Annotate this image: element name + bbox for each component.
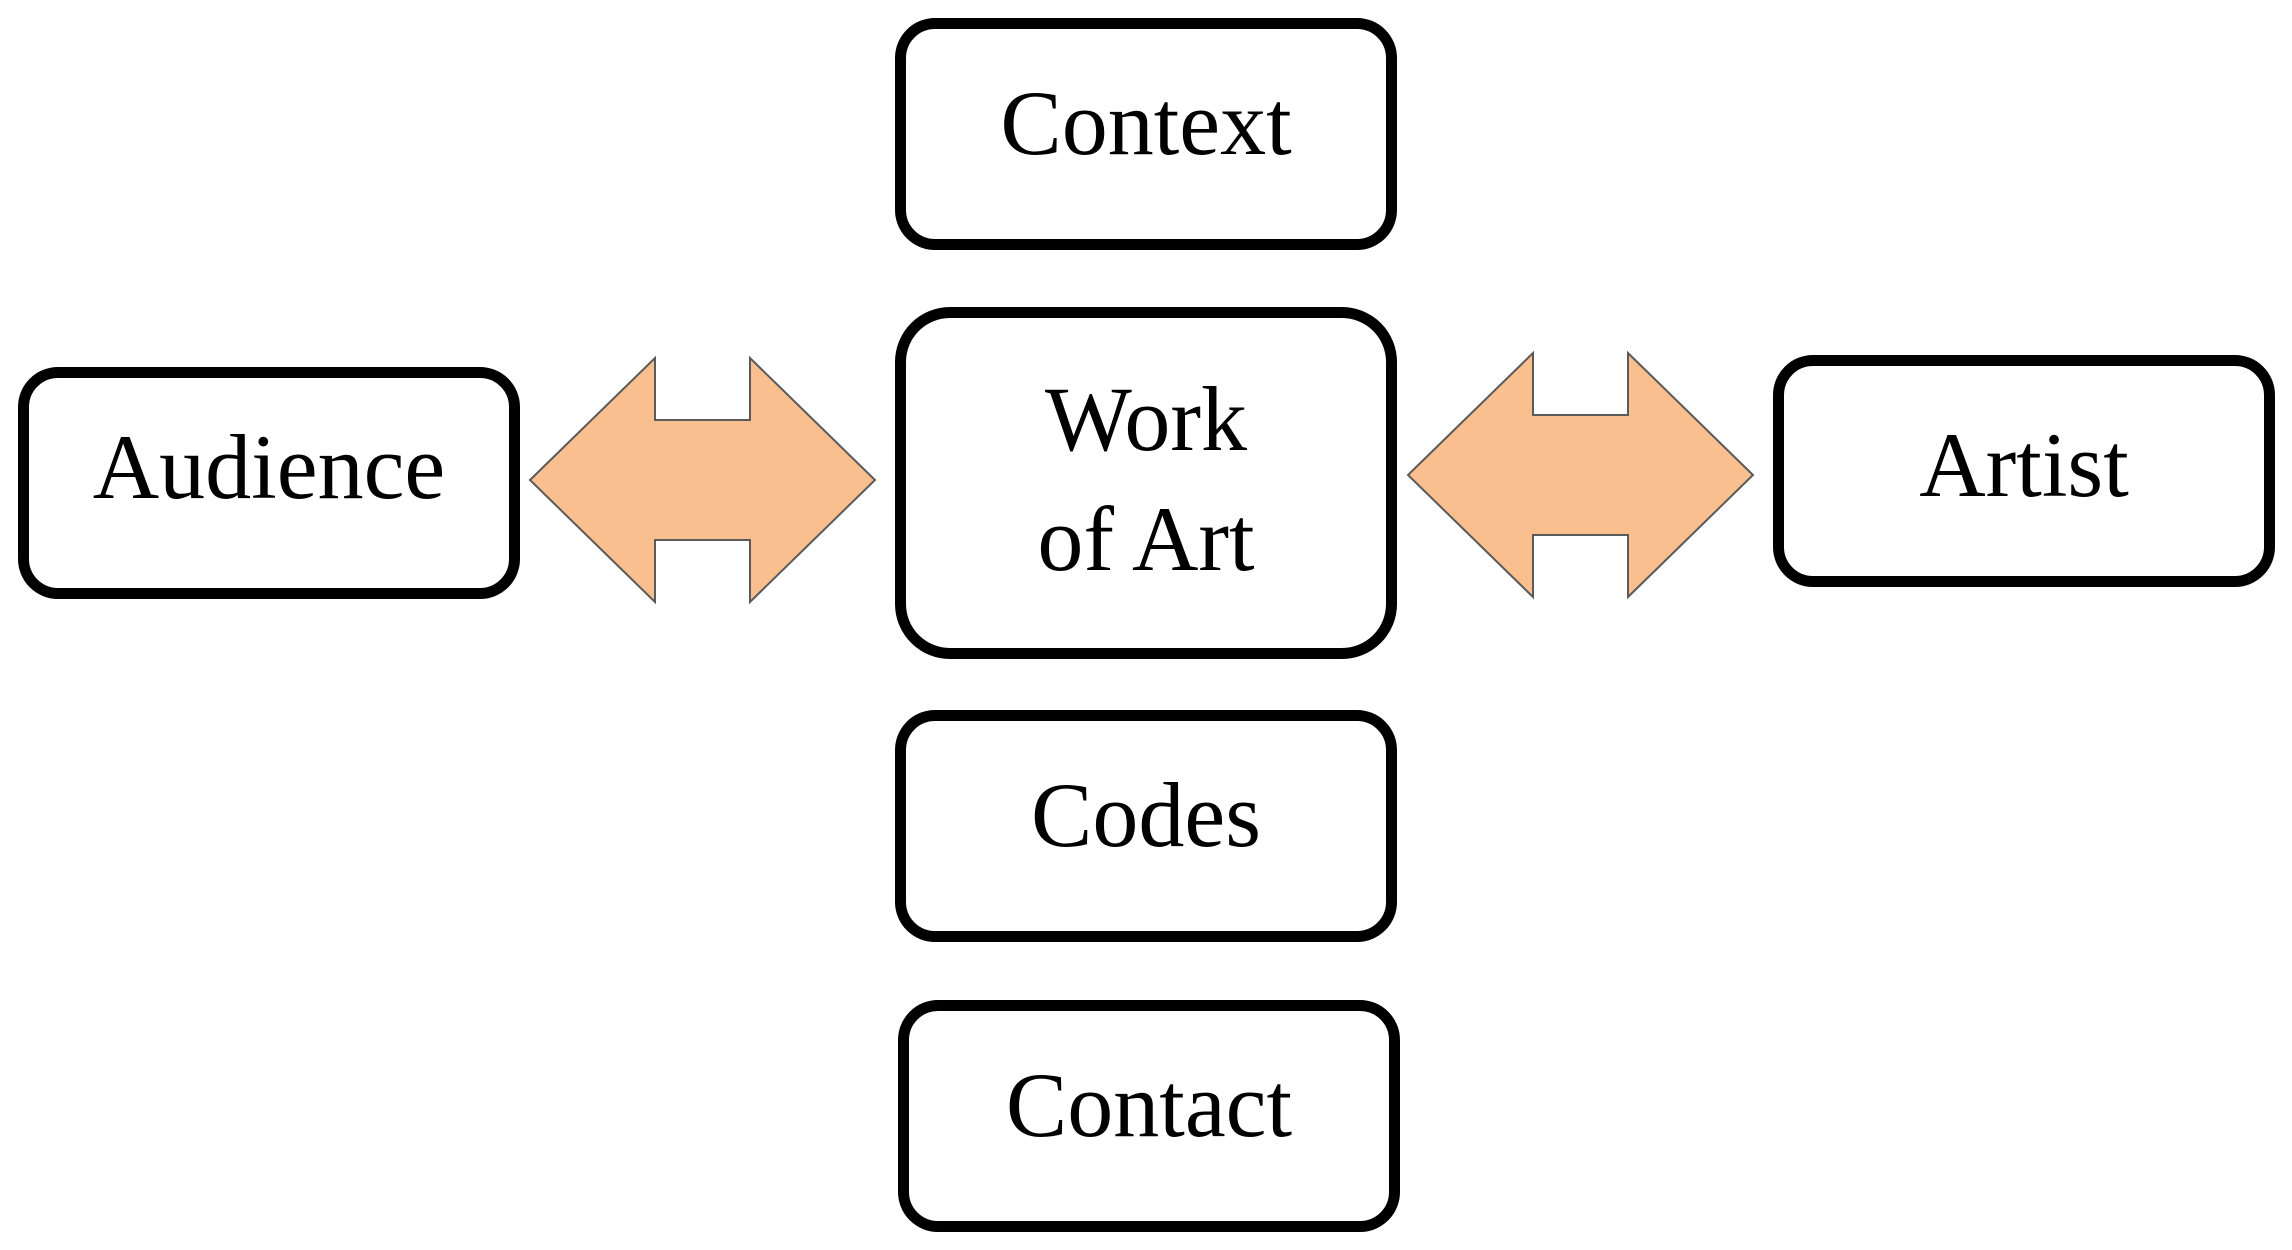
work-of-art-box: Work of Art (895, 307, 1397, 659)
context-box: Context (895, 18, 1397, 250)
audience-work-arrow-shape (528, 355, 877, 605)
artist-label: Artist (1919, 414, 2129, 517)
work-of-art-label-line2: of Art (1037, 488, 1255, 590)
work-artist-double-arrow-icon (1406, 350, 1755, 600)
audience-label: Audience (92, 416, 446, 519)
contact-box: Contact (898, 1000, 1400, 1232)
context-label: Context (1000, 72, 1292, 175)
work-of-art-label: Work of Art (1037, 360, 1254, 599)
work-artist-arrow-shape (1406, 350, 1755, 600)
audience-work-double-arrow-icon (528, 355, 877, 605)
codes-label: Codes (1031, 764, 1261, 867)
artist-box: Artist (1773, 355, 2275, 587)
codes-box: Codes (895, 710, 1397, 942)
audience-box: Audience (18, 367, 520, 599)
work-of-art-label-line1: Work (1044, 368, 1248, 471)
contact-label: Contact (1005, 1054, 1293, 1157)
